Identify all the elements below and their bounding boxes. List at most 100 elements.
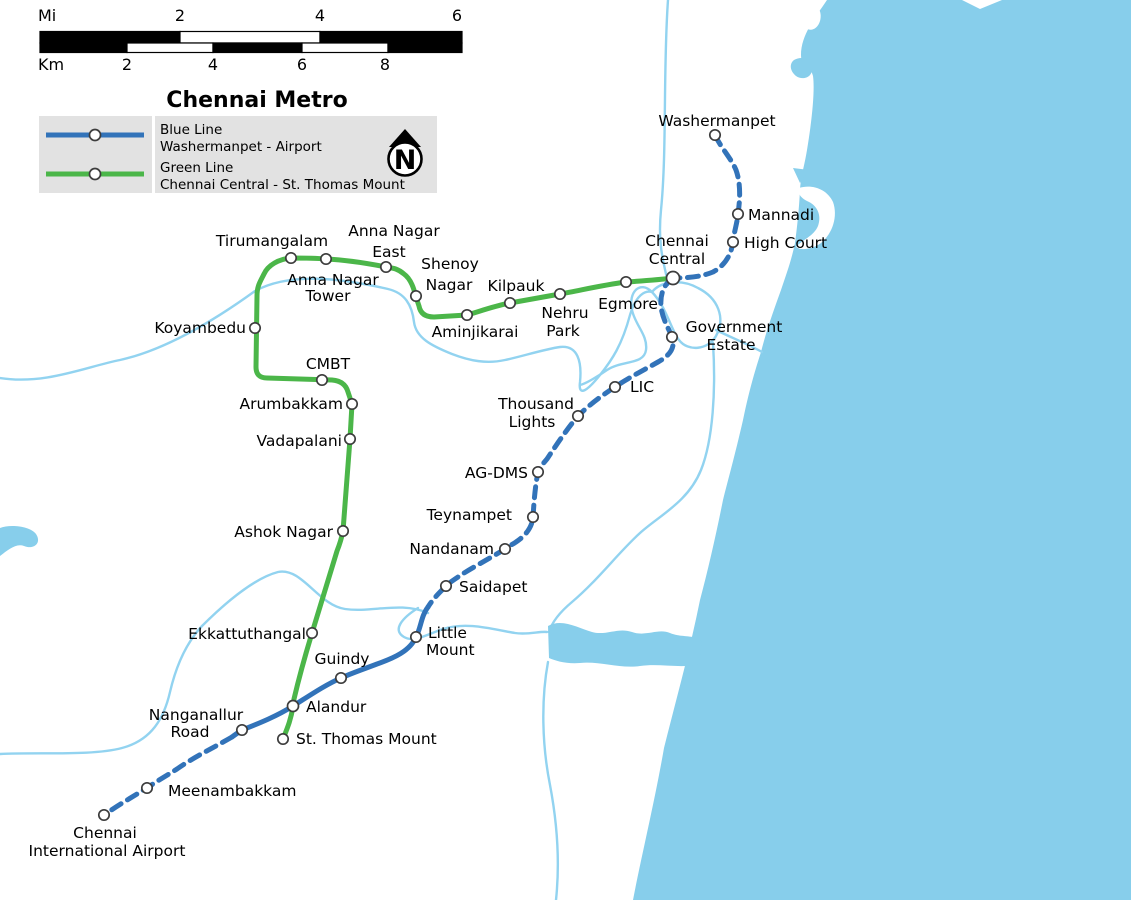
station-label-ag-dms: AG-DMS xyxy=(465,464,528,482)
legend-green-station-marker xyxy=(88,167,102,181)
corner-land-wedge xyxy=(962,0,1002,9)
station-marker-washermanpet xyxy=(708,128,722,142)
station-marker-alandur xyxy=(286,699,300,713)
scale-tick: 2 xyxy=(122,55,132,74)
station-label-guindy: Guindy xyxy=(315,650,370,668)
scale-tick: 6 xyxy=(452,6,462,25)
station-label-aminjikarai: Aminjikarai xyxy=(432,323,519,341)
station-marker-saidapet xyxy=(439,579,453,593)
station-marker-arumbakkam xyxy=(345,397,359,411)
station-marker-nandanam xyxy=(498,542,512,556)
harbor-north-pier xyxy=(801,3,821,30)
adyar-river-wide xyxy=(548,622,702,667)
station-marker-shenoy-nagar xyxy=(409,289,423,303)
station-label-thousand-lights: Lights xyxy=(509,413,556,431)
station-marker-little-mount xyxy=(409,630,423,644)
station-label-nanganallur-road: Nanganallur xyxy=(149,706,244,724)
station-label-ekkattuthangal: Ekkattuthangal xyxy=(188,625,306,643)
station-label-government-estate: Estate xyxy=(706,336,755,354)
scale-tick: 8 xyxy=(380,55,390,74)
scale-tick: 4 xyxy=(208,55,218,74)
stations-layer xyxy=(97,128,745,822)
station-label-ashok-nagar: Ashok Nagar xyxy=(234,523,333,541)
station-marker-nehru-park xyxy=(553,287,567,301)
station-label-chennai-central: Chennai xyxy=(645,232,709,250)
coast-notch xyxy=(793,168,809,183)
buckingham-canal-north xyxy=(658,0,670,287)
station-label-chennai-central: Central xyxy=(649,250,705,268)
station-label-cmbt: CMBT xyxy=(306,355,351,373)
cooum-loop-west xyxy=(578,286,654,387)
station-marker-guindy xyxy=(334,671,348,685)
scale-tick: 2 xyxy=(175,6,185,25)
station-marker-lic xyxy=(608,380,622,394)
station-marker-chennai-central xyxy=(665,270,681,286)
station-marker-government-estate xyxy=(665,330,679,344)
station-marker-anna-nagar-tower xyxy=(319,252,333,266)
legend-swatch-panel xyxy=(39,116,152,193)
station-marker-egmore xyxy=(619,275,633,289)
station-label-teynampet: Teynampet xyxy=(426,506,512,524)
river-mouth-channel xyxy=(714,328,764,354)
station-label-koyambedu: Koyambedu xyxy=(154,319,246,337)
scale-bar-segments xyxy=(39,30,463,54)
scale-mi-ticks: 2 4 6 xyxy=(175,6,462,25)
legend-blue-name: Blue Line xyxy=(160,122,222,138)
north-indicator: N xyxy=(387,129,423,177)
scale-tick: 6 xyxy=(297,55,307,74)
station-label-arumbakkam: Arumbakkam xyxy=(239,395,343,413)
blue-line-dashed-north xyxy=(670,132,743,281)
station-marker-anna-nagar-east xyxy=(379,260,393,274)
station-label-nandanam: Nandanam xyxy=(409,540,494,558)
adyar-river-thin xyxy=(397,606,549,641)
north-arrow-icon xyxy=(389,129,421,147)
scale-km-ticks: 2 4 6 8 xyxy=(122,55,390,74)
station-label-meenambakkam: Meenambakkam xyxy=(168,782,296,800)
station-marker-cmbt xyxy=(315,373,329,387)
legend: Blue Line Washermanpet - Airport Green L… xyxy=(39,116,437,193)
station-marker-mannadi xyxy=(731,207,745,221)
station-marker-meenambakkam xyxy=(140,781,154,795)
station-label-nanganallur-road: Road xyxy=(171,723,210,741)
station-label-anna-nagar-tower: Anna Nagar xyxy=(287,271,379,289)
station-label-mannadi: Mannadi xyxy=(748,206,814,224)
station-label-anna-nagar-tower: Tower xyxy=(305,287,352,305)
west-lake xyxy=(0,526,39,556)
station-label-egmore: Egmore xyxy=(598,295,658,313)
station-marker-nanganallur-road xyxy=(235,723,249,737)
station-label-little-mount: Little xyxy=(428,624,467,642)
station-label-saidapet: Saidapet xyxy=(459,578,527,596)
station-marker-ag-dms xyxy=(531,465,545,479)
station-label-thousand-lights: Thousand xyxy=(497,395,574,413)
station-label-chennai-international-airport: Chennai xyxy=(73,824,137,842)
cooum-loop-east xyxy=(650,281,722,349)
station-label-washermanpet: Washermanpet xyxy=(658,112,775,130)
station-label-chennai-international-airport: International Airport xyxy=(29,842,186,860)
station-label-shenoy-nagar: Shenoy xyxy=(421,255,479,273)
legend-green-name: Green Line xyxy=(160,160,233,176)
scale-mi-label: Mi xyxy=(38,6,56,25)
station-label-nehru-park: Park xyxy=(546,322,580,340)
station-marker-teynampet xyxy=(526,510,540,524)
station-label-kilpauk: Kilpauk xyxy=(488,277,545,295)
station-marker-chennai-international-airport xyxy=(97,808,111,822)
station-marker-tirumangalam xyxy=(284,251,298,265)
station-label-little-mount: Mount xyxy=(426,641,475,659)
station-label-lic: LIC xyxy=(630,378,654,396)
map-title: Chennai Metro xyxy=(166,88,347,113)
buckingham-canal-south xyxy=(542,660,559,900)
scale-tick: 4 xyxy=(315,6,325,25)
sea-bay-of-bengal xyxy=(633,0,1131,900)
north-letter: N xyxy=(394,145,417,176)
station-label-high-court: High Court xyxy=(744,234,827,252)
station-marker-thousand-lights xyxy=(571,409,585,423)
station-label-government-estate: Government xyxy=(686,318,783,336)
legend-blue-station-marker xyxy=(88,128,102,142)
station-marker-high-court xyxy=(726,235,740,249)
station-marker-aminjikarai xyxy=(460,308,474,322)
station-label-nehru-park: Nehru xyxy=(541,304,588,322)
